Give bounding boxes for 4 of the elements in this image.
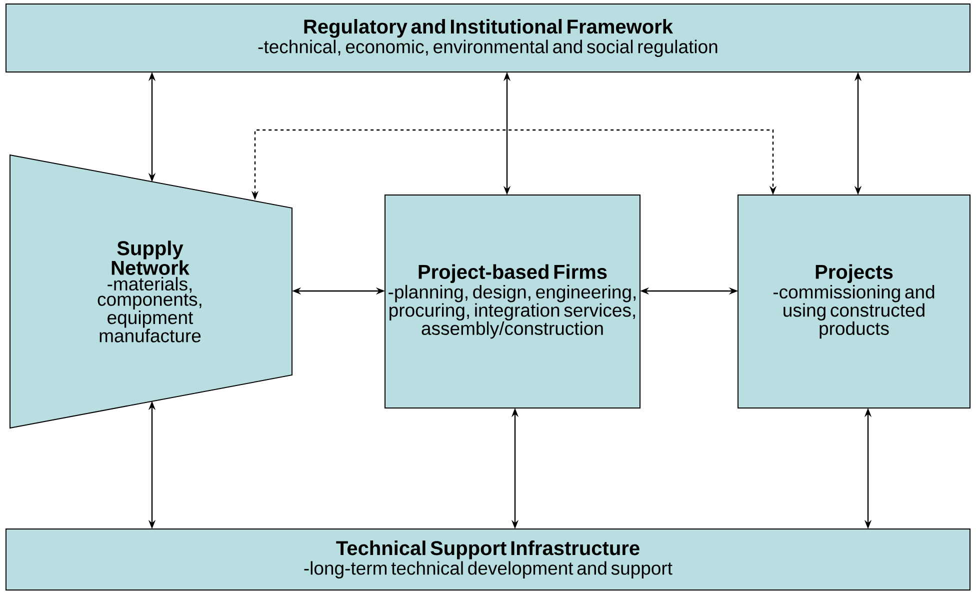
box: Project-based Firms -planning, design, engineering, procuring, integration services, assembly/construction (384, 194, 640, 408)
box: Regulatory and Institutional Framework -technical, economic, environmental and social regulation (6, 4, 971, 72)
box: Projects -commissioning and using constructed products (738, 194, 971, 408)
box: Technical Support Infrastructure -long-term technical development and support (6, 528, 971, 590)
